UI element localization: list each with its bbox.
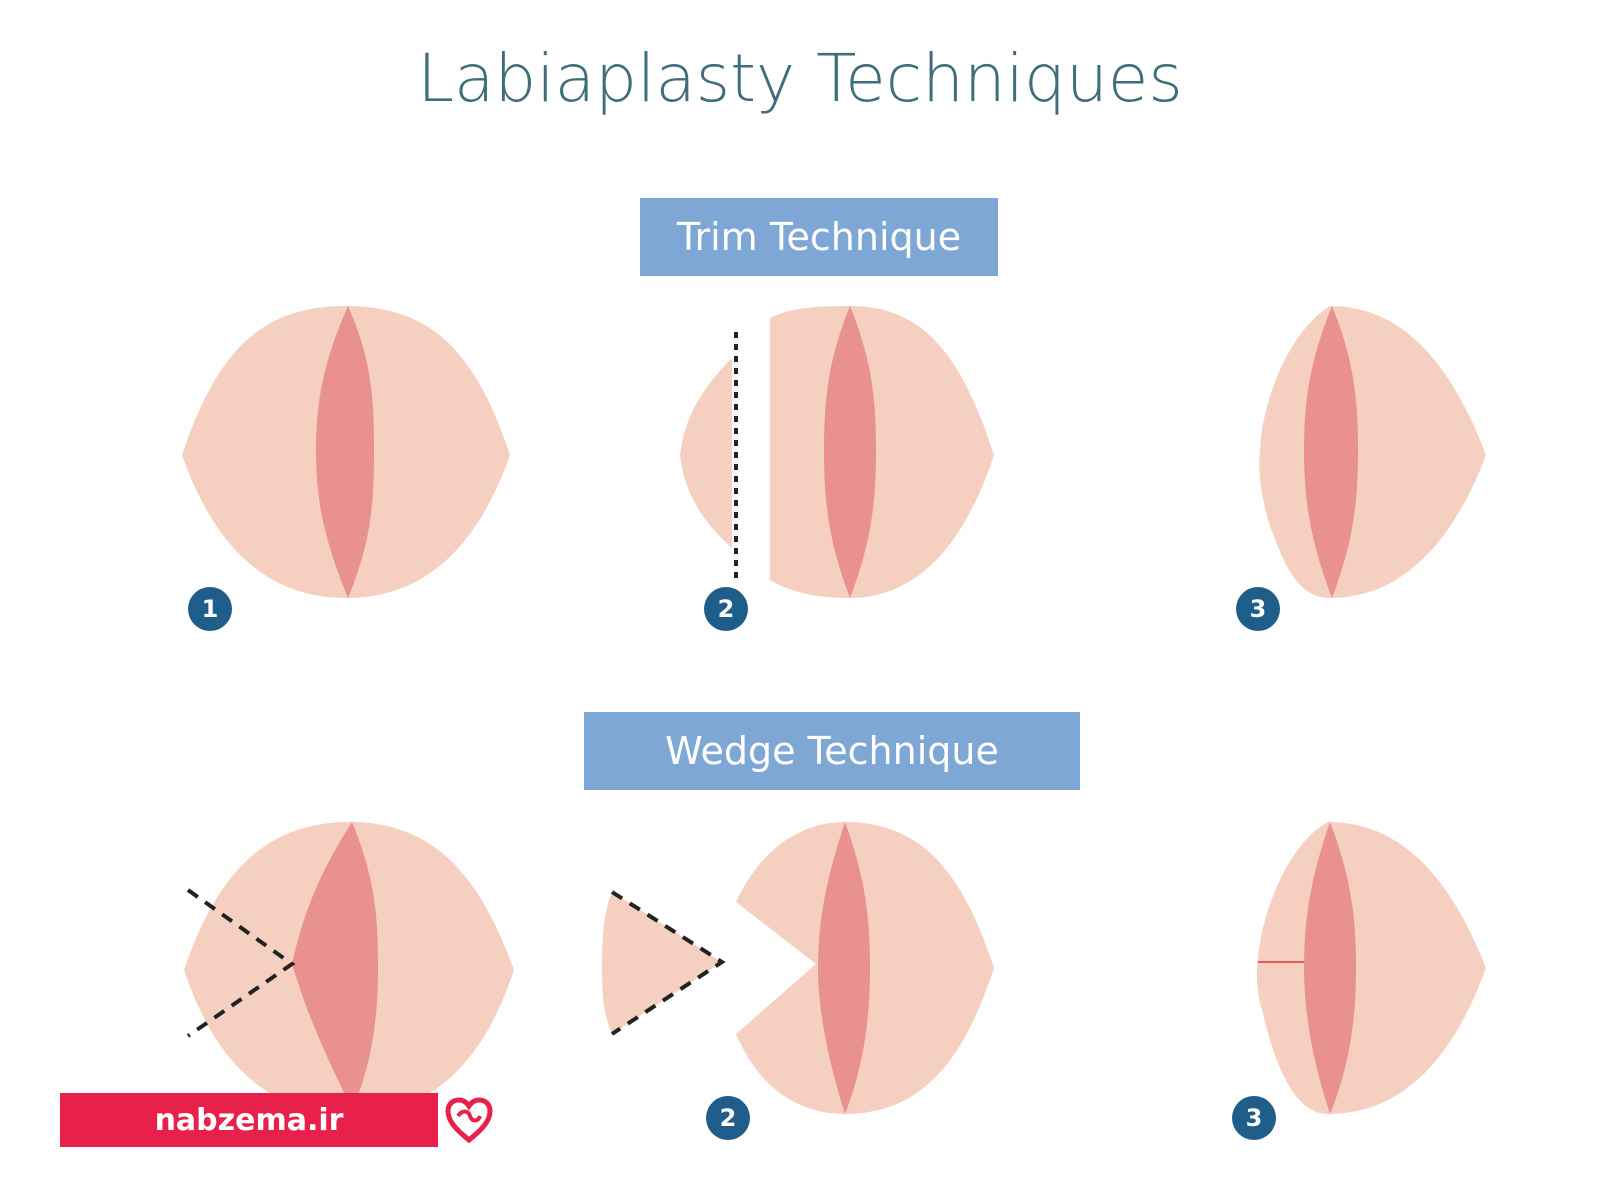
wedge-step-2-inner-shape <box>818 822 870 1114</box>
page-title: Labiaplasty Techniques <box>417 40 1183 117</box>
wedge-step-1-inner-shape <box>292 822 378 1110</box>
trim-step-2-outer-shape <box>770 306 994 598</box>
trim-step-2-inner-shape <box>824 306 876 598</box>
wedge-step-2-cut-line <box>610 890 726 1036</box>
wedge-step-1-cut-line <box>186 888 296 1038</box>
wedge-step-3-illustration <box>1256 822 1486 1114</box>
watermark-banner: nabzema.ir <box>60 1093 438 1147</box>
wedge-step-3-inner-shape <box>1304 822 1356 1114</box>
trim-step-3-badge: 3 <box>1236 587 1280 631</box>
heart-pulse-icon <box>445 1097 493 1144</box>
trim-step-2-illustration <box>680 306 994 598</box>
wedge-step-3-badge: 3 <box>1232 1096 1276 1140</box>
trim-step-1-badge: 1 <box>188 587 232 631</box>
trim-step-3-inner-shape <box>1304 306 1358 598</box>
wedge-technique-label: Wedge Technique <box>584 712 1080 790</box>
trim-step-2-badge: 2 <box>704 587 748 631</box>
wedge-step-2-badge: 2 <box>706 1096 750 1140</box>
trim-step-1-illustration <box>182 306 510 598</box>
trim-step-1-inner-shape <box>316 306 374 598</box>
trim-technique-label: Trim Technique <box>640 198 998 276</box>
trim-step-2-removed-piece <box>680 358 732 548</box>
wedge-step-2-removed-wedge <box>602 892 722 1034</box>
trim-step-3-illustration <box>1259 306 1486 598</box>
trim-step-3-outer-shape <box>1259 306 1486 598</box>
wedge-step-1-illustration <box>184 822 514 1114</box>
wedge-step-3-outer-shape <box>1256 822 1486 1114</box>
wedge-step-2-illustration <box>602 822 994 1114</box>
